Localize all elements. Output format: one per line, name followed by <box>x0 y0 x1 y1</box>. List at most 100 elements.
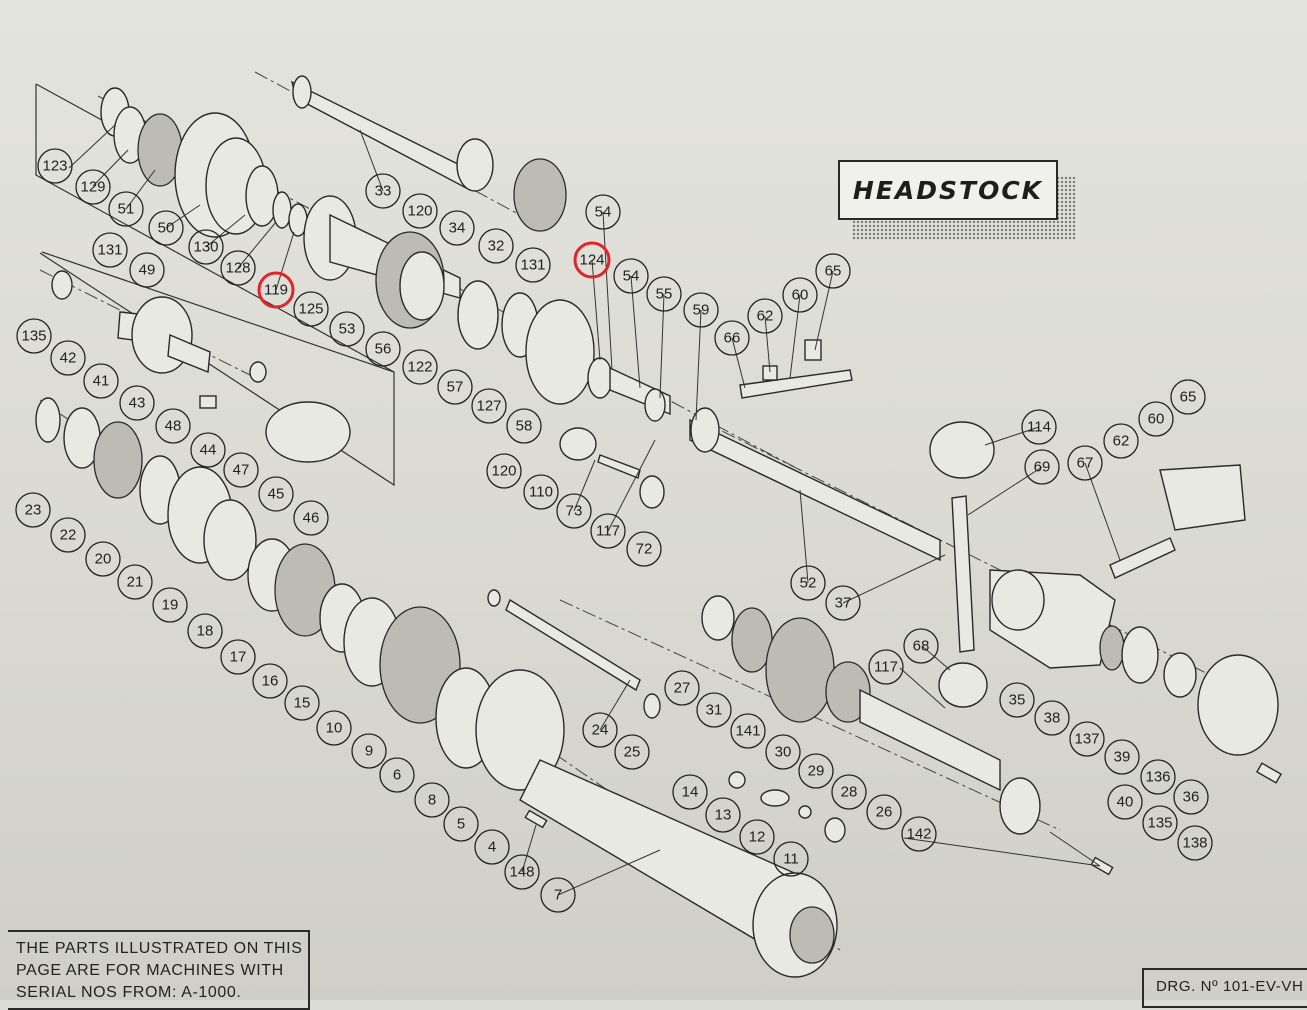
part-callout-28: 28 <box>831 774 867 810</box>
callout-circle <box>582 712 618 748</box>
part-callout-20: 20 <box>85 541 121 577</box>
part-callout-58: 58 <box>506 408 542 444</box>
callout-number: 66 <box>724 330 741 347</box>
shaft-28 <box>859 688 1001 792</box>
callout-circle <box>815 253 851 289</box>
callout-circle <box>223 452 259 488</box>
callout-circle <box>50 517 86 553</box>
callout-number: 42 <box>60 350 77 367</box>
part-callout-68: 68 <box>903 628 939 664</box>
spindle-7-bore <box>789 906 835 964</box>
callout-circle <box>188 229 224 265</box>
callout-circle <box>1177 825 1213 861</box>
screw-142 <box>1090 856 1114 876</box>
callout-number: 65 <box>825 263 842 280</box>
callout-number: 36 <box>1183 789 1200 806</box>
callout-number: 18 <box>197 623 214 640</box>
callout-circle <box>868 649 904 685</box>
callout-number: 50 <box>158 220 175 237</box>
callout-circle <box>646 276 682 312</box>
pin-65 <box>804 339 822 361</box>
callout-circle <box>747 298 783 334</box>
callout-circle <box>1021 409 1057 445</box>
drawing-number-box: DRG. Nº 101-EV-VH <box>1142 968 1307 1008</box>
callout-number: 48 <box>165 418 182 435</box>
callout-number: 72 <box>636 541 653 558</box>
callout-circle <box>1138 401 1174 437</box>
cap-72 <box>639 475 665 509</box>
callout-number: 119 <box>264 282 288 299</box>
callout-number: 16 <box>262 673 279 690</box>
callout-number: 22 <box>60 527 77 544</box>
rod-24-end <box>487 589 501 607</box>
callout-circle <box>148 210 184 246</box>
callout-number: 123 <box>42 158 67 175</box>
part-callout-60: 60 <box>782 277 818 313</box>
callout-number: 33 <box>375 183 392 200</box>
gear-38 <box>1099 625 1125 671</box>
knob-114 <box>929 421 995 479</box>
part-callout-73: 73 <box>556 493 592 529</box>
callout-number: 58 <box>516 418 533 435</box>
callout-number: 110 <box>529 484 553 501</box>
callout-circle <box>515 247 551 283</box>
spring-55 <box>644 388 666 422</box>
part-callout-33: 33 <box>365 173 401 209</box>
knob-68 <box>938 662 988 708</box>
callout-circle <box>782 277 818 313</box>
callout-number: 9 <box>365 743 373 760</box>
callout-circle <box>590 513 626 549</box>
part-callout-62: 62 <box>747 298 783 334</box>
part-callout-22: 22 <box>50 517 86 553</box>
callout-circle <box>585 194 621 230</box>
callout-number: 117 <box>874 659 898 676</box>
callout-number: 125 <box>298 301 323 318</box>
callout-number: 21 <box>127 574 144 591</box>
callout-circle <box>504 854 540 890</box>
callout-number: 31 <box>706 702 723 719</box>
callout-circle <box>402 349 438 385</box>
page-title: HEADSTOCK <box>852 175 1044 205</box>
callout-number: 30 <box>775 744 792 761</box>
serial-note-box: THE PARTS ILLUSTRATED ON THIS PAGE ARE F… <box>8 930 310 1010</box>
callout-number: 141 <box>735 723 760 740</box>
callout-circle <box>83 363 119 399</box>
callout-circle <box>714 320 750 356</box>
part-callout-131: 131 <box>92 232 128 268</box>
part-callout-15: 15 <box>284 685 320 721</box>
callout-number: 120 <box>407 203 432 220</box>
callout-number: 37 <box>835 595 852 612</box>
housing-35-bore <box>991 569 1045 631</box>
note-line-2: PAGE ARE FOR MACHINES WITH <box>16 962 284 979</box>
callout-circle <box>190 432 226 468</box>
callout-number: 59 <box>693 302 710 319</box>
part-callout-29: 29 <box>798 753 834 789</box>
callout-circle <box>252 663 288 699</box>
callout-number: 55 <box>656 286 673 303</box>
callout-circle <box>866 794 902 830</box>
callout-circle <box>316 710 352 746</box>
part-callout-39: 39 <box>1104 739 1140 775</box>
part-callout-120: 120 <box>402 193 438 229</box>
callout-circle <box>626 531 662 567</box>
part-callout-129: 129 <box>75 169 111 205</box>
callout-number: 7 <box>554 887 562 904</box>
callout-circle <box>1104 739 1140 775</box>
callout-number: 114 <box>1027 419 1051 436</box>
callout-number: 68 <box>913 638 930 655</box>
callout-circle <box>1173 779 1209 815</box>
part-callout-5: 5 <box>443 806 479 842</box>
callout-number: 41 <box>93 373 110 390</box>
callout-circle <box>540 877 576 913</box>
callout-circle <box>613 258 649 294</box>
gear-30 <box>765 617 835 723</box>
callout-number: 124 <box>579 252 604 269</box>
callout-number: 4 <box>488 839 496 856</box>
callout-circle <box>117 564 153 600</box>
callout-circle <box>683 292 719 328</box>
part-callout-18: 18 <box>187 613 223 649</box>
callout-number: 47 <box>233 462 250 479</box>
gear-32 <box>513 158 567 232</box>
brake-shoe-46 <box>265 401 351 463</box>
